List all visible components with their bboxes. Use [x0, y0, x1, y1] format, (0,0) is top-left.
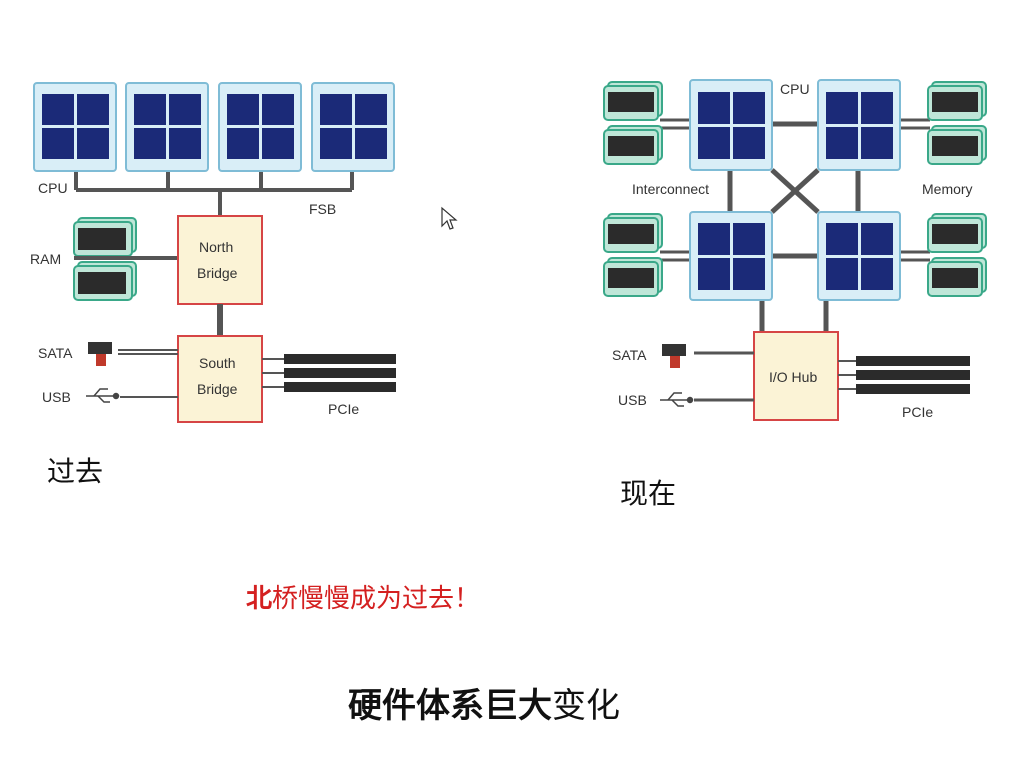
memory-links — [660, 118, 930, 262]
pcie-label: PCIe — [328, 401, 359, 417]
sata-label: SATA — [612, 347, 647, 363]
io-hub — [753, 331, 839, 421]
slide-title: 硬件体系巨大变化 — [348, 678, 620, 727]
north-bridge-note: 北桥慢慢成为过去！ — [246, 578, 480, 615]
usb-label: USB — [618, 392, 647, 408]
north-bridge — [177, 215, 263, 305]
interconnect-links — [727, 121, 861, 332]
cpu-top-left — [689, 79, 773, 171]
sata-label: SATA — [38, 345, 73, 361]
caption-now: 现在 — [620, 477, 677, 510]
title-rest: 变化 — [552, 686, 620, 726]
ram-modules — [73, 217, 178, 301]
caption-past: 过去 — [47, 455, 104, 488]
cpu-bottom-left — [689, 211, 773, 301]
interconnect-label: Interconnect — [632, 181, 709, 197]
current-architecture-diagram: CPU Interconnect Memory I/O Hub SATA USB — [603, 79, 987, 421]
usb-icon — [86, 388, 120, 403]
south-bridge-label-1: South — [199, 355, 236, 371]
past-architecture-diagram: CPU FSB RAM North Bridge South Bridge SA… — [30, 82, 396, 423]
north-bridge-label-1: North — [199, 239, 233, 255]
cpu-label: CPU — [38, 180, 68, 196]
io-hub-label: I/O Hub — [769, 369, 817, 385]
mouse-cursor-icon — [441, 206, 458, 230]
cpu-label: CPU — [780, 81, 810, 97]
usb-icon — [660, 392, 694, 407]
cpu-4 — [311, 82, 395, 172]
memory-label: Memory — [922, 181, 973, 197]
sata-connector-icon — [88, 342, 112, 366]
cpu-top-right — [817, 79, 901, 171]
note-text: 桥慢慢成为过去！ — [272, 584, 481, 614]
sata-connector-icon — [662, 344, 686, 368]
cpu-1 — [33, 82, 117, 172]
south-bridge-label-2: Bridge — [197, 381, 238, 397]
pcie-slots — [262, 354, 396, 392]
pcie-label: PCIe — [902, 404, 933, 420]
usb-label: USB — [42, 389, 71, 405]
fsb-bus — [74, 172, 354, 216]
cpu-2 — [125, 82, 209, 172]
memory-modules — [603, 81, 987, 297]
south-bridge — [177, 335, 263, 423]
title-bold: 硬件体系巨大 — [348, 686, 552, 726]
ram-label: RAM — [30, 251, 61, 267]
north-bridge-label-2: Bridge — [197, 265, 238, 281]
cpu-bottom-right — [817, 211, 901, 301]
fsb-label: FSB — [309, 201, 336, 217]
note-highlight: 北 — [246, 584, 273, 614]
pcie-slots — [838, 356, 970, 394]
cpu-3 — [218, 82, 302, 172]
